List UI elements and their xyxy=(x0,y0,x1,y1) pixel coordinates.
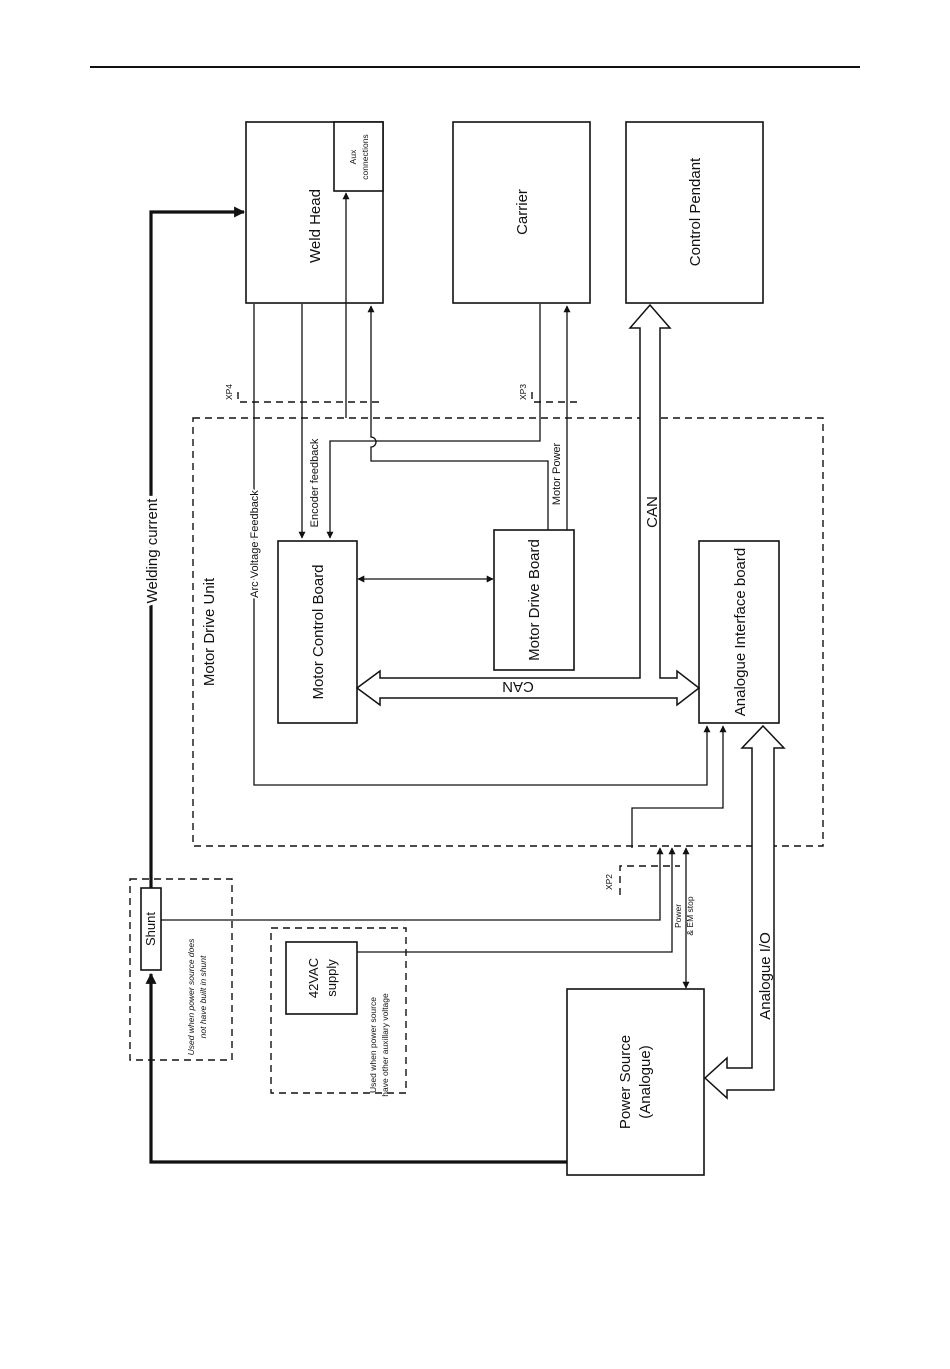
can-horizontal-label: CAN xyxy=(502,678,534,695)
motor-drive-board-block: Motor Drive Board xyxy=(493,529,575,671)
carrier-encoder-line xyxy=(326,304,541,539)
power-source-label-line1: Power Source xyxy=(617,1035,634,1129)
shunt-note-line2: not have built in shunt xyxy=(198,955,208,1038)
aux-connections-box xyxy=(333,121,384,192)
vac-supply-block xyxy=(285,941,358,1015)
xp2-connector-line xyxy=(619,865,680,895)
control-pendant-label: Control Pendant xyxy=(687,157,704,266)
supply-note-line1: Used when power source xyxy=(368,997,378,1093)
motor-power-weldhead-line xyxy=(367,305,549,530)
aux-label-line1: Aux xyxy=(348,149,358,164)
supply-power-line xyxy=(357,847,676,953)
arc-voltage-feedback-label: Arc Voltage Feedback xyxy=(249,490,261,598)
shunt-sense-line xyxy=(161,847,664,921)
motor-control-board-block: Motor Control Board xyxy=(277,540,358,724)
weld-head-block: Weld Head Aux connections xyxy=(245,121,384,304)
arc-voltage-feedback-line xyxy=(253,304,711,786)
motor-power-label: Motor Power xyxy=(551,442,563,505)
xp3-label: XP3 xyxy=(518,384,528,400)
supply-label-line1: 42VAC xyxy=(306,958,321,998)
welding-current-label: Welding current xyxy=(144,498,161,604)
xp4-connector-line xyxy=(237,392,383,403)
analogue-io-arrow xyxy=(703,724,786,1100)
control-pendant-block: Control Pendant xyxy=(625,121,764,304)
welding-current-supply-line xyxy=(149,206,246,888)
xp2-label: XP2 xyxy=(604,874,614,890)
analogue-interface-board-block: Analogue Interface board xyxy=(698,540,780,724)
power-source-label-line2: (Analogue) xyxy=(637,1045,654,1118)
xp4-label: XP4 xyxy=(224,384,234,400)
shunt-label: Shunt xyxy=(143,912,158,946)
supply-label-line2: supply xyxy=(324,959,339,997)
motor-drive-board-label: Motor Drive Board xyxy=(526,539,543,661)
power-em-label-line1: Power xyxy=(673,904,683,928)
analogue-interface-board-label: Analogue Interface board xyxy=(732,548,749,716)
encoder-feedback-label: Encoder feedback xyxy=(309,438,321,527)
shunt-option-boundary xyxy=(129,878,233,1061)
supply-option-boundary xyxy=(270,927,407,1094)
carrier-label: Carrier xyxy=(514,189,531,235)
power-em-label-line2: & EM stop xyxy=(685,896,695,935)
xp3-connector-line xyxy=(531,392,580,403)
welding-current-return-line xyxy=(145,972,567,1164)
mdu-internal-feed-line xyxy=(631,725,727,848)
aux-label-line2: connections xyxy=(360,134,370,179)
motor-drive-unit-label: Motor Drive Unit xyxy=(201,577,218,686)
can-bus-arrow xyxy=(355,303,701,707)
supply-note-line2: have other auxillary voltage xyxy=(380,993,390,1097)
power-source-block: Power Source (Analogue) xyxy=(566,988,705,1176)
motor-control-board-label: Motor Control Board xyxy=(310,564,327,699)
carrier-block: Carrier xyxy=(452,121,591,304)
shunt-note-line1: Used when power source does xyxy=(186,938,196,1055)
weld-head-label: Weld Head xyxy=(307,189,324,263)
can-vertical-label: CAN xyxy=(644,496,661,528)
motor-drive-unit-boundary xyxy=(192,417,824,847)
analogue-io-label: Analogue I/O xyxy=(757,932,774,1020)
